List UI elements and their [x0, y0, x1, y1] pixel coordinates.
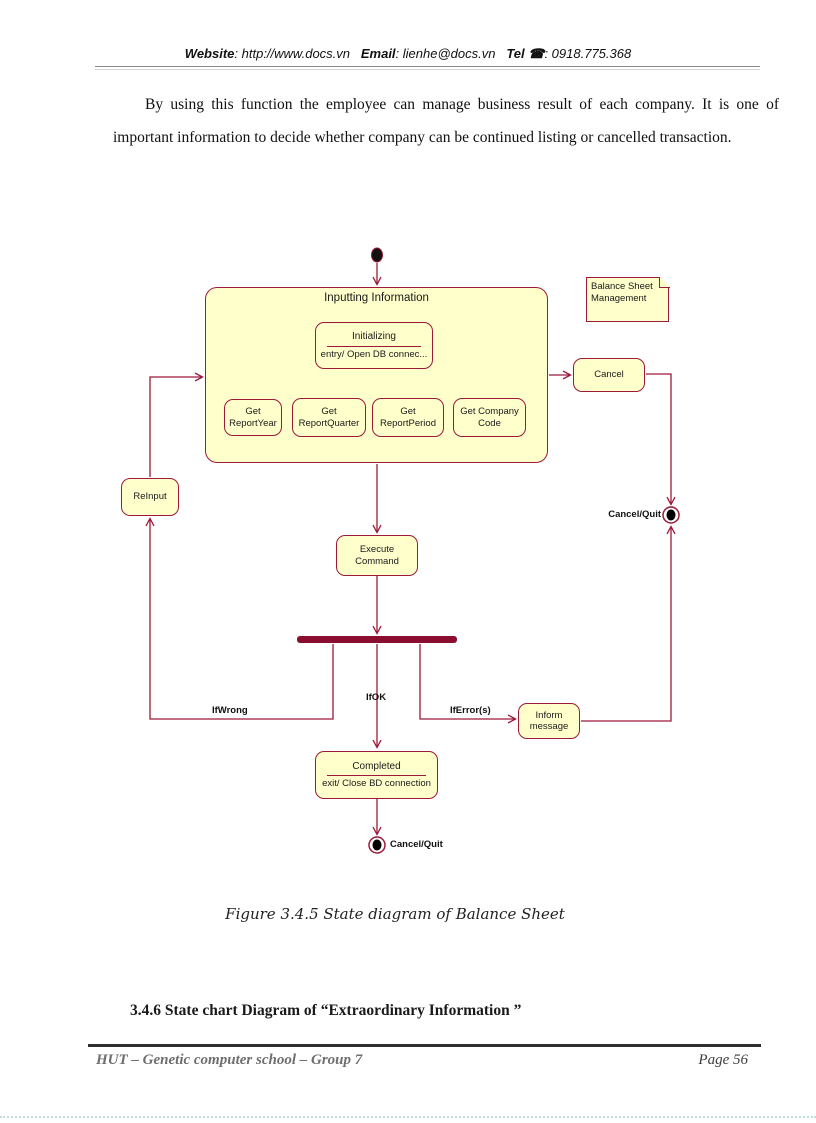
state-get-reportquarter-label: Get ReportQuarter — [298, 406, 360, 429]
connector-bar-to-inform — [419, 644, 515, 719]
header-rule — [95, 66, 760, 70]
state-completed: Completed exit/ Close BD connection — [315, 751, 438, 799]
state-execute-command: Execute Command — [336, 535, 418, 576]
body-paragraph: By using this function the employee can … — [113, 96, 779, 146]
state-cancel: Cancel — [573, 358, 645, 392]
final-state-dot-bottom — [372, 839, 382, 851]
connector-cancel-to-final — [646, 373, 671, 504]
state-inputting-information-title: Inputting Information — [324, 292, 429, 304]
header-email-label: Email — [360, 46, 396, 61]
state-get-reportquarter: Get ReportQuarter — [292, 398, 366, 437]
header-website-value: : http://www.docs.vn — [234, 46, 351, 61]
initial-state-icon — [371, 247, 383, 263]
state-initializing: Initializing entry/ Open DB connec... — [315, 322, 433, 369]
phone-icon: ☎ — [528, 46, 545, 61]
connector-bar-to-reinput — [150, 519, 334, 720]
label-if-ok: IfOK — [366, 692, 387, 703]
state-completed-title: Completed — [352, 760, 401, 772]
state-get-companycode-label: Get Company Code — [460, 406, 519, 429]
state-initializing-title: Initializing — [352, 331, 396, 342]
note-fold-corner-icon — [658, 276, 670, 288]
section-heading: 3.4.6 State chart Diagram of “Extraordin… — [130, 1002, 522, 1019]
state-get-reportperiod-label: Get ReportPeriod — [380, 406, 436, 429]
state-inform-message-label: Inform message — [529, 709, 569, 732]
synchronization-bar — [297, 636, 457, 643]
state-cancel-label: Cancel — [594, 369, 624, 381]
connector-inform-to-final — [581, 527, 671, 722]
state-inform-message: Inform message — [518, 703, 580, 739]
state-get-reportyear-label: Get ReportYear — [229, 406, 277, 429]
state-completed-exit: exit/ Close BD connection — [322, 778, 431, 790]
connector-reinput-to-inputting — [149, 377, 202, 477]
header-tel-value: : 0918.775.368 — [544, 46, 632, 61]
header-tel-label: Tel — [506, 46, 525, 61]
label-if-wrong: IfWrong — [212, 705, 248, 716]
state-reinput-label: ReInput — [133, 491, 167, 503]
final-state-dot-right — [666, 509, 676, 521]
state-get-reportperiod: Get ReportPeriod — [372, 398, 444, 437]
label-cancel-quit-bottom: Cancel/Quit — [390, 839, 443, 850]
state-completed-divider — [327, 775, 426, 777]
page-footer: HUT – Genetic computer school – Group 7 … — [96, 1052, 748, 1069]
figure-caption: Figure 3.4.5 State diagram of Balance Sh… — [225, 905, 565, 923]
state-get-reportyear: Get ReportYear — [224, 399, 282, 436]
footer-group-title: HUT – Genetic computer school – Group 7 — [96, 1052, 363, 1068]
note-balance-sheet-management: Balance Sheet Management — [586, 276, 670, 322]
state-get-companycode: Get Company Code — [453, 398, 526, 437]
footer-rule — [88, 1044, 761, 1047]
label-if-error: IfError(s) — [450, 705, 491, 716]
state-execute-command-label: Execute Command — [355, 544, 399, 567]
header-email-value: : lienhe@docs.vn — [395, 46, 496, 61]
note-text: Balance Sheet Management — [591, 281, 653, 304]
label-cancel-quit-right: Cancel/Quit — [608, 509, 661, 520]
page-boundary-marker — [0, 1116, 816, 1118]
state-reinput: ReInput — [121, 478, 179, 516]
header-website-label: Website — [184, 46, 235, 61]
footer-page-number: Page 56 — [698, 1052, 748, 1068]
state-initializing-entry: entry/ Open DB connec... — [320, 348, 428, 360]
state-initializing-divider — [326, 345, 422, 347]
page-header: Website: http://www.docs.vn Email: lienh… — [0, 46, 816, 62]
